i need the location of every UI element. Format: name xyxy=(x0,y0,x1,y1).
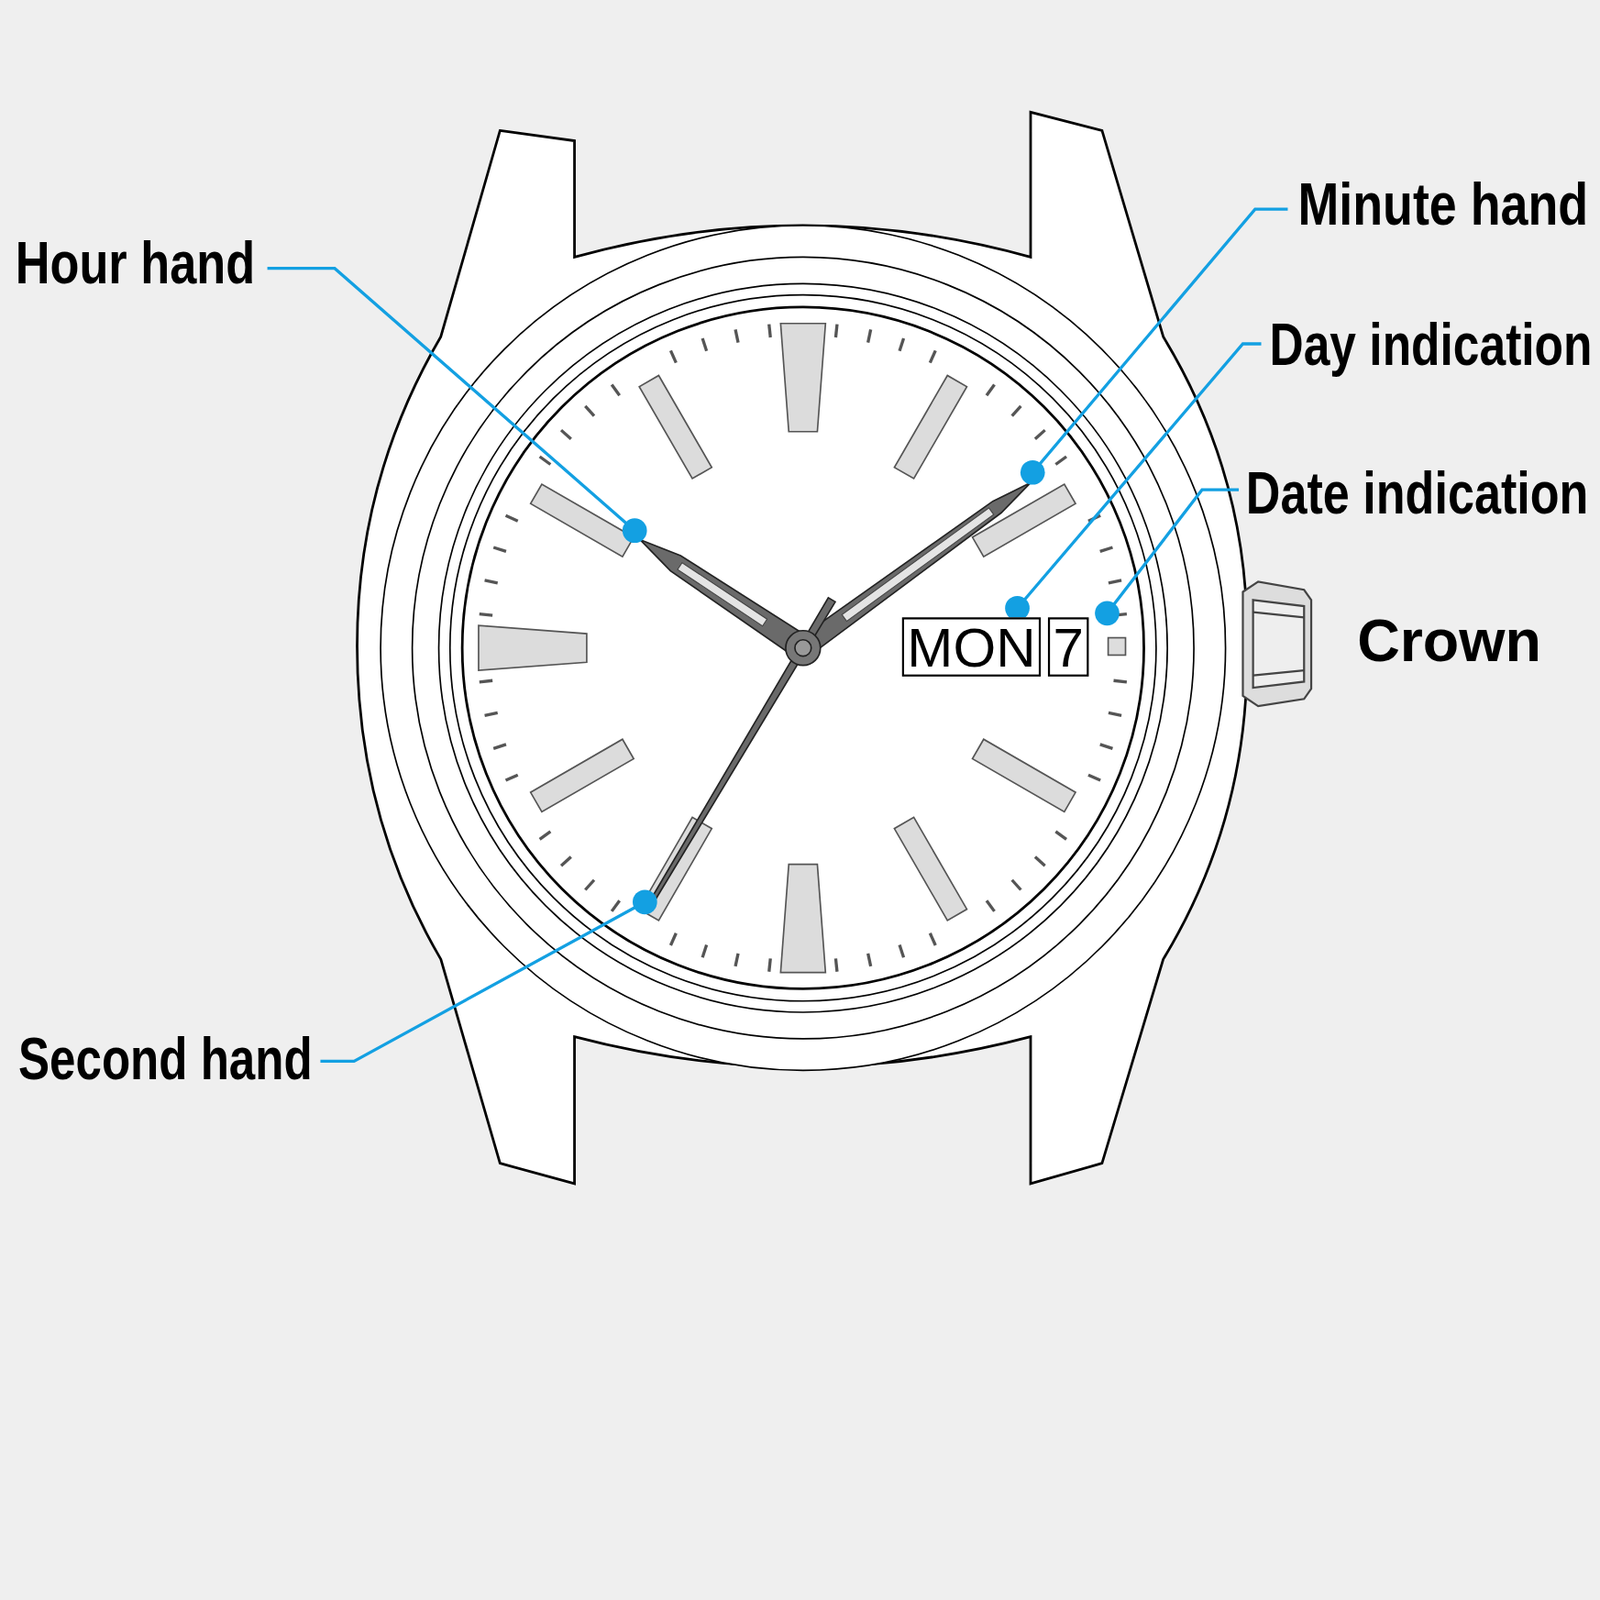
leader-line xyxy=(1017,343,1262,608)
minute-tick xyxy=(1088,774,1101,781)
minute-tick xyxy=(493,744,507,749)
minute-tick xyxy=(986,384,995,396)
window-text: 7 xyxy=(1052,619,1083,675)
minute-tick xyxy=(561,857,572,867)
part-label: Crown xyxy=(1357,611,1542,672)
leader-dot xyxy=(1094,600,1120,626)
part-label: Hour hand xyxy=(15,233,256,294)
minute-tick xyxy=(1114,680,1127,683)
hands xyxy=(632,474,1037,905)
hour-marker xyxy=(780,323,826,432)
minute-tick xyxy=(1108,712,1122,716)
minute-tick xyxy=(1012,406,1022,417)
minute-tick xyxy=(929,350,936,363)
minute-tick xyxy=(1012,880,1022,891)
minute-tick xyxy=(540,456,552,465)
minute-tick xyxy=(540,831,552,840)
leader-dot xyxy=(1020,460,1046,486)
hour-marker xyxy=(893,816,967,920)
part-label: Second hand xyxy=(18,1029,313,1090)
part-label: Day indication xyxy=(1269,315,1593,376)
bezel-rings xyxy=(380,225,1225,1071)
second-hand-body xyxy=(648,597,836,905)
minute-tick xyxy=(1035,857,1046,867)
minute-tick xyxy=(1055,831,1067,840)
minute-tick xyxy=(702,945,707,959)
part-label: Minute hand xyxy=(1297,174,1589,234)
hour-markers xyxy=(478,323,1076,973)
leader-line xyxy=(1106,489,1239,614)
leader-lines xyxy=(267,209,1289,1061)
minute-tick xyxy=(584,406,595,417)
minute-tick xyxy=(584,880,595,891)
minute-tick xyxy=(769,324,772,338)
center-cap xyxy=(785,630,821,666)
leader-dot xyxy=(622,518,648,543)
minute-tick xyxy=(561,430,572,440)
minute-tick xyxy=(702,338,707,352)
minute-tick xyxy=(929,933,936,946)
hour-hand-lume xyxy=(677,562,768,627)
leader-line xyxy=(267,268,636,531)
hour-marker xyxy=(780,864,826,973)
minute-tick xyxy=(485,580,498,584)
hour-marker xyxy=(530,484,634,557)
minute-tick xyxy=(493,547,507,552)
minute-tick xyxy=(735,953,739,967)
minute-tick xyxy=(611,900,620,912)
second-hand xyxy=(648,597,836,905)
minute-tick xyxy=(611,384,620,396)
minute-tick xyxy=(835,958,838,972)
minute-tick xyxy=(1055,456,1067,465)
minute-tick xyxy=(899,338,904,352)
minute-tick xyxy=(835,324,838,338)
minute-tick xyxy=(1108,580,1122,584)
minute-tick xyxy=(868,329,872,343)
crown xyxy=(1242,581,1312,707)
hour-marker xyxy=(478,625,587,671)
minute-tick xyxy=(506,515,519,521)
center-pin xyxy=(794,640,812,657)
date-marker xyxy=(1108,638,1126,656)
hour-marker xyxy=(893,375,967,478)
minute-tick xyxy=(1035,430,1046,440)
leader-line xyxy=(320,902,645,1062)
minute-tick xyxy=(899,945,904,959)
minute-tick xyxy=(735,329,739,343)
hour-marker xyxy=(639,375,712,478)
window-text: MON xyxy=(906,619,1036,675)
minute-tick xyxy=(485,712,498,716)
minute-tick xyxy=(670,933,676,946)
minute-tick xyxy=(986,900,995,912)
minute-tick xyxy=(868,953,872,967)
hour-marker xyxy=(972,739,1076,812)
leader-dot xyxy=(632,889,658,915)
minute-tick xyxy=(1100,744,1114,749)
minute-ticks xyxy=(479,324,1127,972)
minute-tick xyxy=(769,958,772,972)
minute-tick xyxy=(479,680,493,683)
watch-case xyxy=(357,111,1248,1184)
minute-tick xyxy=(1100,547,1114,552)
date-window: 7 xyxy=(1048,617,1090,677)
leader-line xyxy=(1032,209,1288,473)
part-label: Date indication xyxy=(1246,463,1589,523)
hour-marker xyxy=(530,739,634,812)
minute-tick xyxy=(479,614,493,617)
minute-tick xyxy=(670,350,676,363)
minute-tick xyxy=(506,774,519,781)
day-window: MON xyxy=(902,617,1041,677)
minute-hand-lume xyxy=(841,507,994,622)
